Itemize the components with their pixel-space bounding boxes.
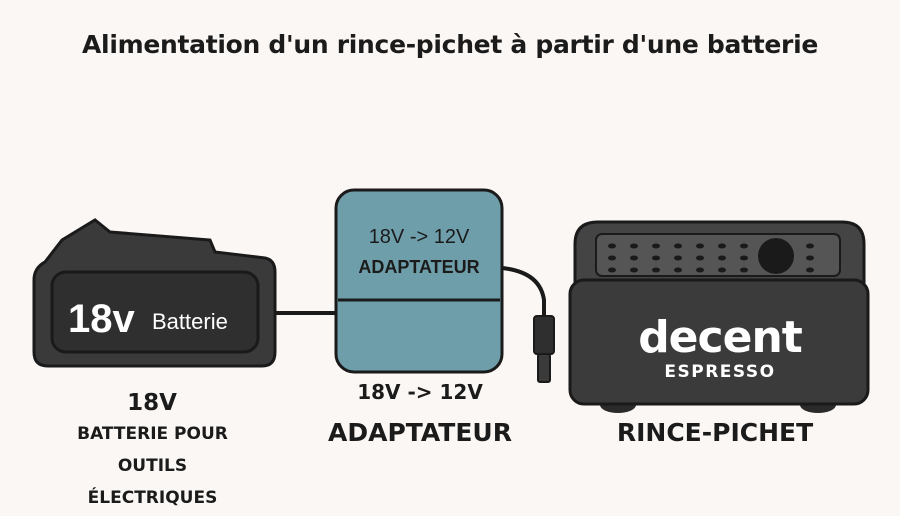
rinser-brand-sub: ESPRESSO bbox=[664, 362, 775, 382]
adapter-body-name: ADAPTATEUR bbox=[358, 257, 479, 277]
battery-caption-line-3: ÉLECTRIQUES bbox=[87, 488, 218, 508]
rinser-grate-hole bbox=[740, 267, 748, 273]
dc-plug-grip bbox=[533, 315, 555, 355]
adapter: 18V -> 12V ADAPTATEUR bbox=[334, 188, 504, 374]
rinser-grate-hole bbox=[806, 267, 814, 273]
diagram-title: Alimentation d'un rince-pichet à partir … bbox=[82, 30, 818, 59]
rinser-grate-hole bbox=[652, 267, 660, 273]
battery-caption-line-2: OUTILS bbox=[117, 456, 188, 476]
dc-plug-tip bbox=[537, 353, 551, 383]
rinser-grate-hole bbox=[696, 255, 704, 261]
rinser-grate-hole bbox=[718, 243, 726, 249]
battery-voltage-label: 18v bbox=[68, 297, 135, 341]
rinser-nozzle bbox=[758, 238, 794, 274]
battery: 18v Batterie bbox=[32, 218, 277, 368]
rinser: decent ESPRESSO bbox=[568, 220, 870, 413]
rinser-grate-hole bbox=[608, 267, 616, 273]
rinser-grate-hole bbox=[740, 243, 748, 249]
rinser-grate-hole bbox=[608, 243, 616, 249]
rinser-grate-hole bbox=[674, 243, 682, 249]
rinser-grate-hole bbox=[674, 267, 682, 273]
rinser-grate-hole bbox=[608, 255, 616, 261]
adapter-caption-voltage: 18V -> 12V bbox=[357, 380, 483, 404]
rinser-grate-hole bbox=[718, 255, 726, 261]
rinser-grate-hole bbox=[630, 267, 638, 273]
rinser-grate-hole bbox=[674, 255, 682, 261]
rinser-grate-hole bbox=[696, 267, 704, 273]
rinser-grate-hole bbox=[740, 255, 748, 261]
rinser-grate-hole bbox=[806, 243, 814, 249]
battery-label-panel bbox=[50, 270, 260, 354]
rinser-grate-hole bbox=[806, 255, 814, 261]
rinser-brand: decent bbox=[638, 312, 803, 363]
rinser-grate-holes bbox=[608, 243, 814, 273]
adapter-body-voltage: 18V -> 12V bbox=[369, 226, 470, 248]
rinser-body bbox=[568, 278, 870, 406]
rinser-grate-hole bbox=[696, 243, 704, 249]
battery-word-label: Batterie bbox=[152, 309, 228, 334]
rinser-grate-hole bbox=[630, 255, 638, 261]
rinser-caption: RINCE-PICHET bbox=[616, 418, 814, 447]
rinser-grate-hole bbox=[718, 267, 726, 273]
rinser-grate-hole bbox=[652, 255, 660, 261]
rinser-grate-hole bbox=[652, 243, 660, 249]
adapter-output-cable bbox=[501, 266, 546, 318]
dc-plug bbox=[533, 315, 555, 383]
battery-caption-line-1: BATTERIE POUR bbox=[77, 424, 228, 444]
adapter-body bbox=[334, 188, 504, 374]
adapter-caption-name: ADAPTATEUR bbox=[328, 418, 512, 447]
rinser-grate-hole bbox=[630, 243, 638, 249]
battery-caption-voltage: 18V bbox=[127, 390, 177, 416]
